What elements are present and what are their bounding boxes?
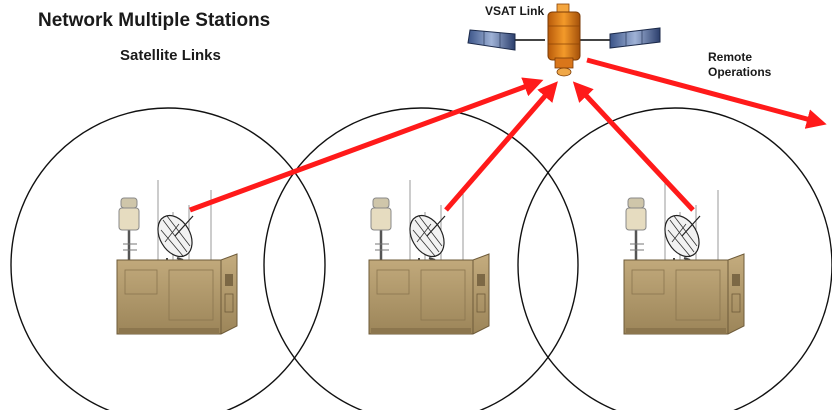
link-arrow-right (572, 81, 695, 212)
remote-label-line1: Remote (708, 50, 753, 64)
remote-label-line2: Operations (708, 65, 772, 79)
coverage-circle-center (263, 107, 579, 410)
link-arrow-remote (586, 57, 827, 129)
satellite-icon (467, 3, 661, 77)
diagram-title: Network Multiple Stations (38, 10, 271, 31)
link-arrow-center (444, 81, 558, 212)
vsat-link-label: VSAT Link (485, 4, 545, 18)
coverage-circle-right (517, 107, 832, 410)
ground-station-icon (115, 178, 239, 336)
coverage-circle-left (10, 107, 326, 410)
diagram-subtitle: Satellite Links (120, 47, 221, 64)
remote-operations-label: Remote Operations (708, 50, 771, 80)
link-arrow-left (189, 77, 544, 213)
ground-station-icon (367, 178, 491, 336)
